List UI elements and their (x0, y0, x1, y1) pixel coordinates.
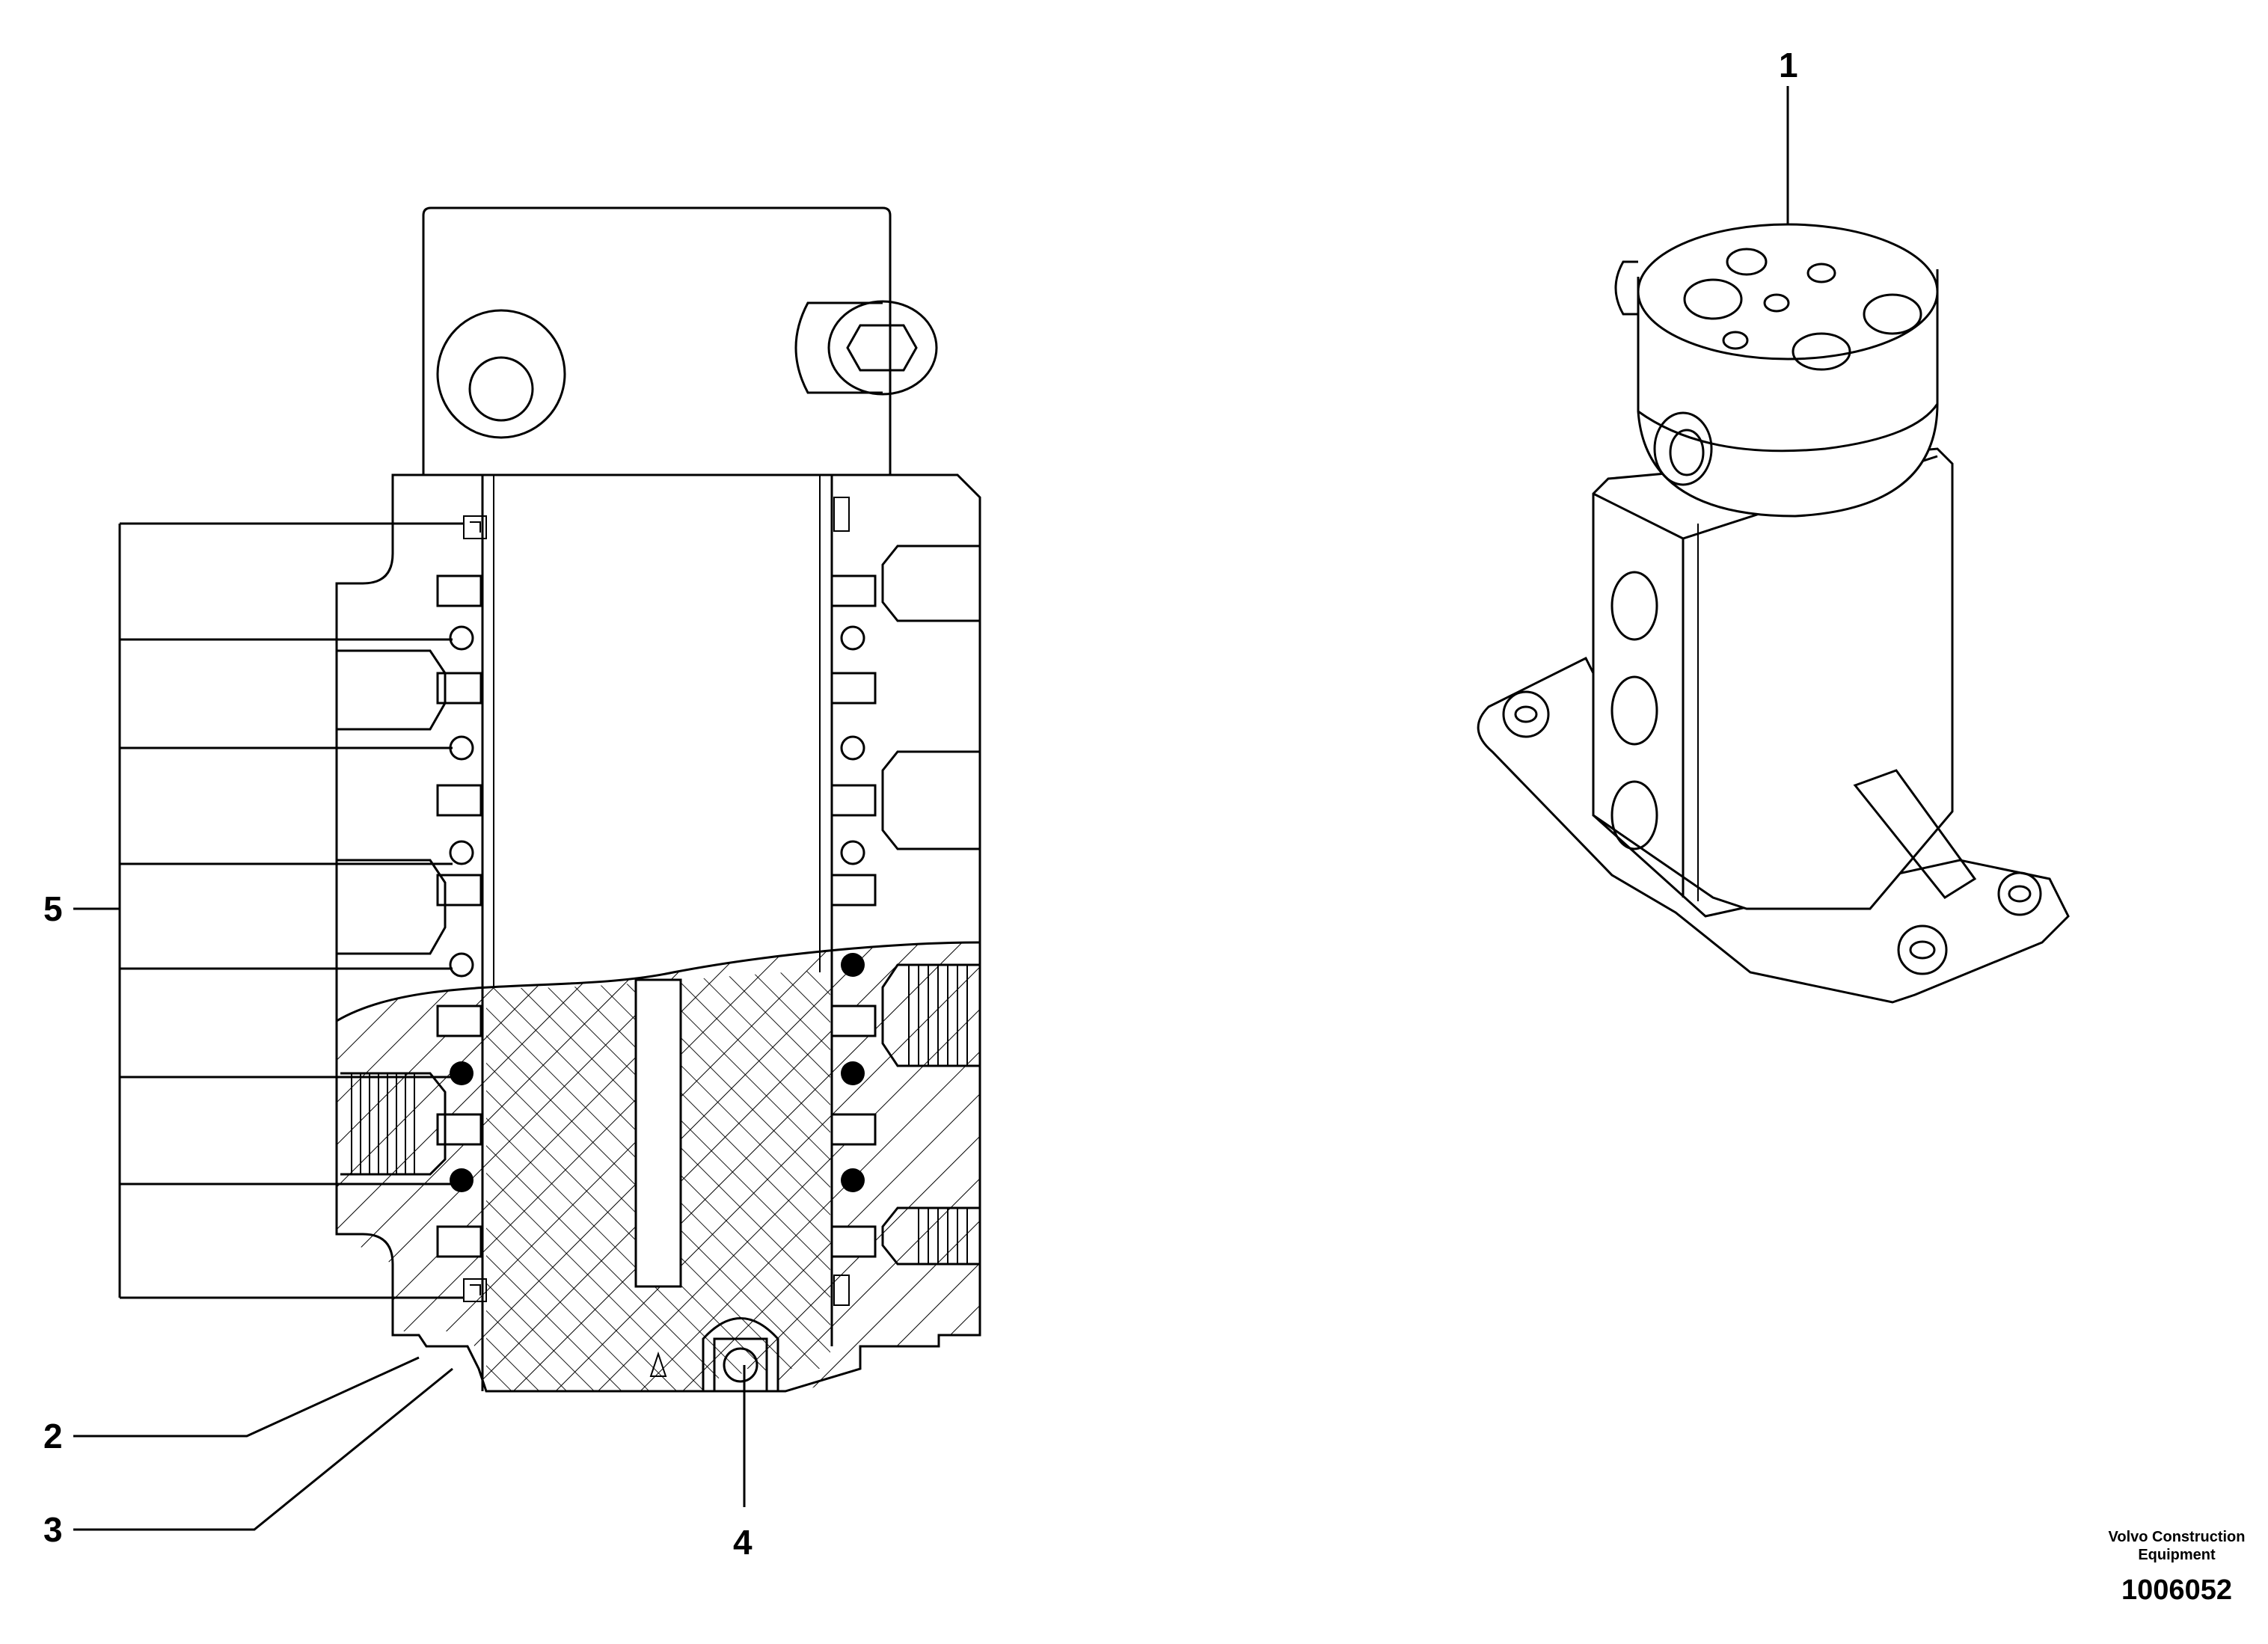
callout-1: 1 (1779, 46, 1798, 85)
document-number: 1006052 (2121, 1574, 2232, 1606)
callout-2: 2 (43, 1417, 63, 1456)
callout-3: 3 (43, 1510, 63, 1549)
valve-cross-section (335, 206, 981, 1393)
callout-5: 5 (43, 889, 63, 928)
company-line-1: Volvo Construction (2108, 1529, 2246, 1545)
valve-3d-view (1477, 223, 2070, 1004)
company-line-2: Equipment (2138, 1547, 2216, 1563)
leader-lines (73, 86, 1789, 1531)
callout-4: 4 (733, 1523, 753, 1562)
company-name: Volvo Construction Equipment (2027, 1528, 2268, 1564)
